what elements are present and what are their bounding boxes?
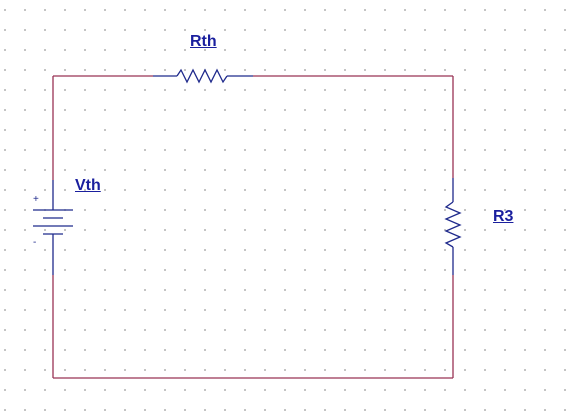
rth-label[interactable]: Rth (190, 33, 217, 50)
r3-zigzag (444, 201, 462, 248)
vth-minus-sign: - (33, 237, 37, 248)
vth-plus-sign: + (33, 194, 39, 205)
battery-vth[interactable] (33, 180, 73, 275)
rth-zigzag (176, 68, 228, 84)
resistor-rth[interactable] (153, 68, 253, 84)
resistor-r3[interactable] (444, 178, 462, 275)
wires (52, 75, 454, 379)
vth-label[interactable]: Vth (75, 177, 101, 194)
r3-label[interactable]: R3 (493, 208, 514, 225)
